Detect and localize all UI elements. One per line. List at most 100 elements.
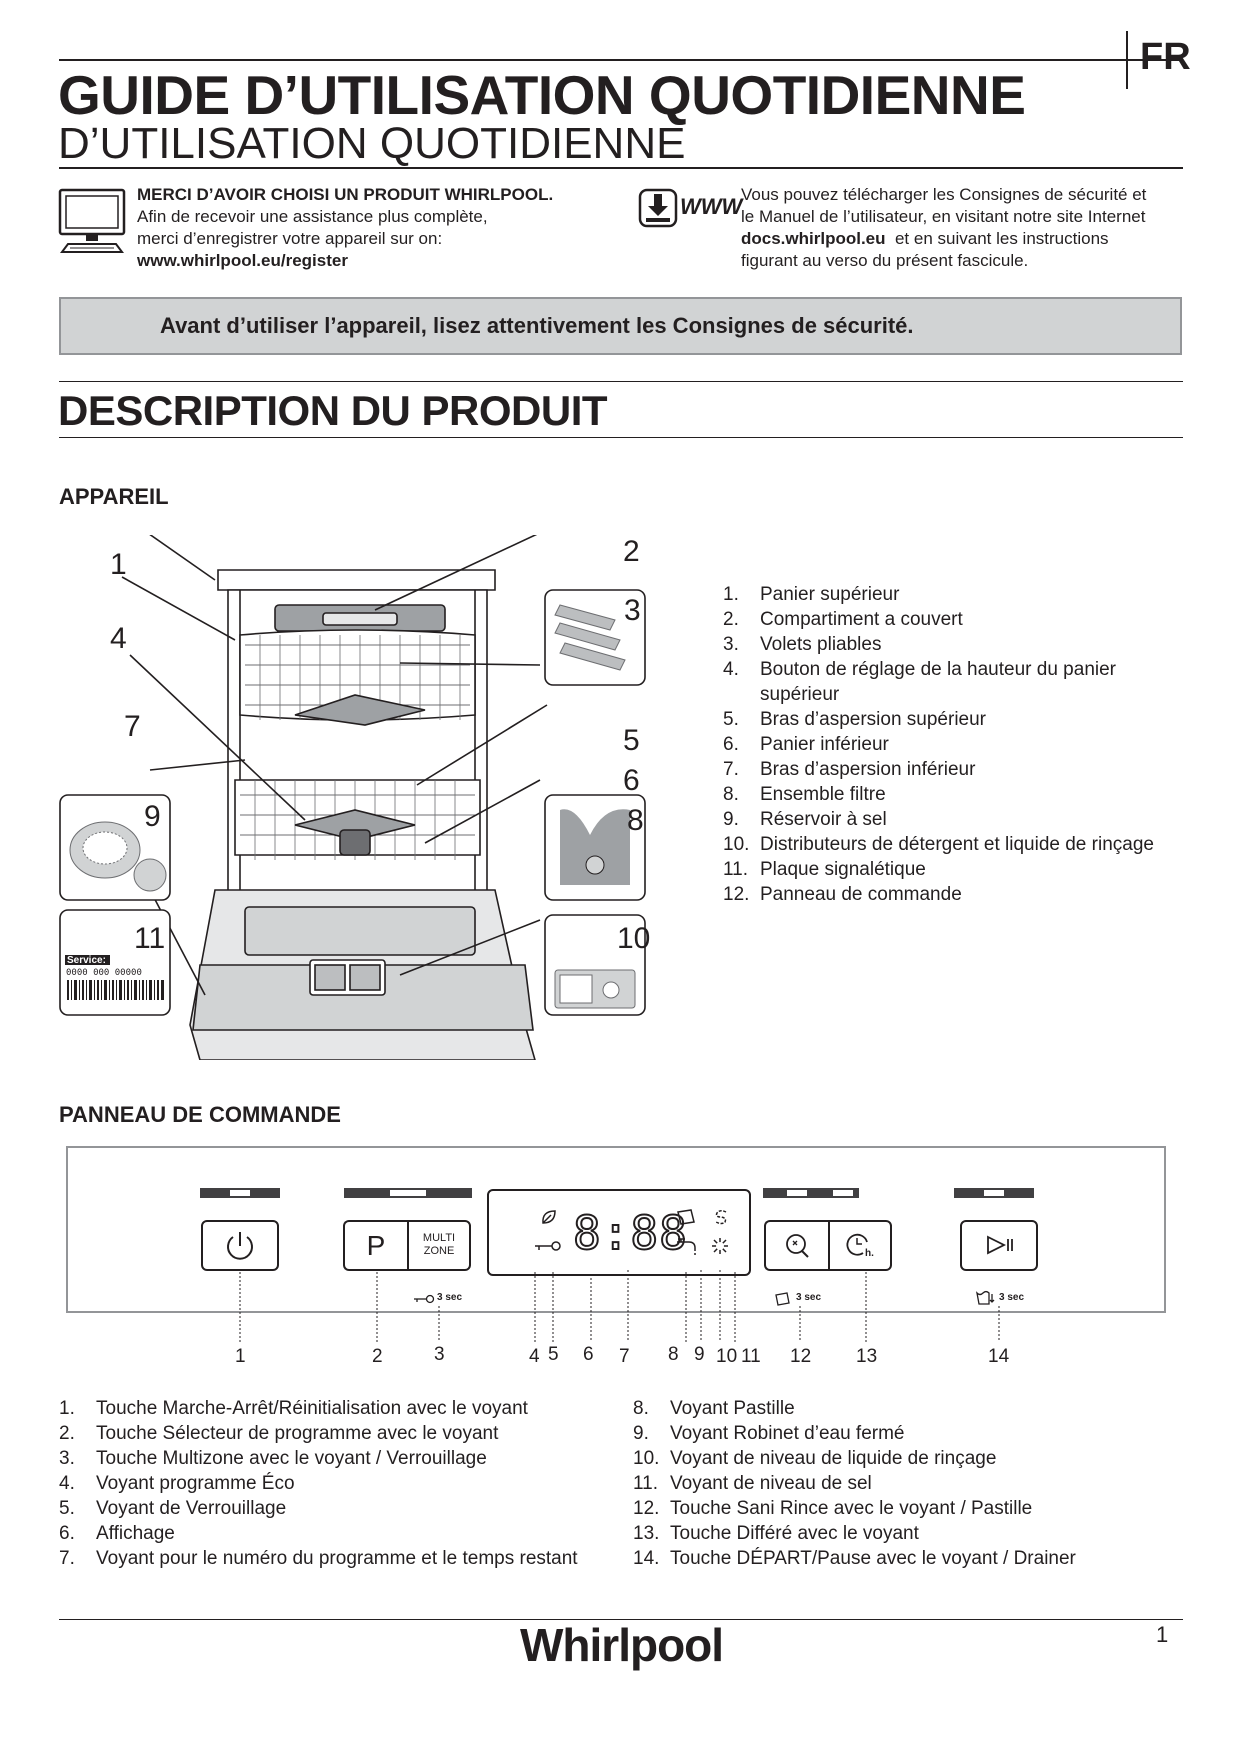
panel-number: 8 xyxy=(668,1344,679,1365)
list-item: 8.Voyant Pastille xyxy=(633,1398,795,1419)
panel-number: 5 xyxy=(548,1344,559,1365)
www-label: WWW xyxy=(680,194,743,219)
intro-line: Vous pouvez télécharger les Consignes de… xyxy=(741,185,1147,204)
intro-line: le Manuel de l’utilisateur, en visitant … xyxy=(741,207,1146,226)
list-item: 4.Bouton de réglage de la hauteur du pan… xyxy=(723,659,1116,705)
list-item: 1.Panier supérieur xyxy=(723,584,900,605)
program-display: 8:88 xyxy=(572,1205,688,1261)
callout-number: 2 xyxy=(623,535,640,568)
register-link[interactable]: www.whirlpool.eu/register xyxy=(137,251,348,270)
tablet-icon xyxy=(775,1292,790,1306)
tap-icon xyxy=(677,1238,696,1255)
intro-line: merci d’enregistrer votre appareil sur o… xyxy=(137,229,443,248)
panel-number: 12 xyxy=(790,1346,812,1367)
page-subtitle: D’UTILISATION QUOTIDIENNE xyxy=(58,119,686,168)
callout-number: 3 xyxy=(624,594,641,627)
callout-number: 8 xyxy=(627,804,644,837)
intro-line: Afin de recevoir une assistance plus com… xyxy=(137,207,488,226)
safety-banner: Avant d’utiliser l’appareil, lisez atten… xyxy=(59,297,1182,355)
callout-number: 1 xyxy=(110,548,127,581)
list-item: 12.Touche Sani Rince avec le voyant / Pa… xyxy=(633,1498,1033,1519)
list-item: 2.Compartiment a couvert xyxy=(723,609,963,630)
panel-list-left: 1.Touche Marche-Arrêt/Réinitialisation a… xyxy=(59,1396,639,1571)
delay-button[interactable] xyxy=(828,1220,892,1271)
control-panel xyxy=(66,1146,1166,1313)
list-item: 3.Volets pliables xyxy=(723,634,882,655)
lock-icon xyxy=(535,1241,561,1251)
intro-right: Vous pouvez télécharger les Consignes de… xyxy=(741,184,1191,272)
callout-number: 6 xyxy=(623,764,640,797)
list-item: 5.Bras d’aspersion supérieur xyxy=(723,709,987,730)
program-label: P xyxy=(366,1230,386,1261)
panel-number: 11 xyxy=(741,1346,761,1367)
panel-number: 4 xyxy=(529,1346,540,1367)
sani-rinse-button[interactable] xyxy=(764,1220,828,1271)
download-icon xyxy=(638,188,678,228)
hold-3sec-label: 3 sec xyxy=(796,1292,822,1303)
power-button[interactable] xyxy=(201,1220,279,1271)
list-item: 9.Voyant Robinet d’eau fermé xyxy=(633,1423,905,1444)
callout-number: 4 xyxy=(110,622,127,655)
list-item: 6.Affichage xyxy=(59,1523,175,1544)
panel-leader-lines xyxy=(239,1270,1000,1342)
indicator-strips xyxy=(200,1188,1034,1198)
multizone-label: MULTI xyxy=(422,1232,456,1244)
hold-3sec-label: 3 sec xyxy=(437,1292,463,1303)
panel-heading: PANNEAU DE COMMANDE xyxy=(59,1102,341,1127)
panel-number: 7 xyxy=(619,1346,630,1367)
docs-link[interactable]: docs.whirlpool.eu xyxy=(741,229,886,248)
language-tab-divider xyxy=(1126,31,1128,89)
header-bottom-rule xyxy=(59,167,1183,169)
panel-number: 13 xyxy=(856,1346,878,1367)
panel-number: 10 xyxy=(716,1346,738,1367)
footer-rule xyxy=(59,1619,1183,1620)
multizone-button[interactable]: MULTI ZONE xyxy=(407,1220,471,1271)
panel-number: 14 xyxy=(988,1346,1010,1367)
section-top-rule xyxy=(59,381,1183,382)
computer-icon xyxy=(58,188,126,253)
list-item: 11.Voyant de niveau de sel xyxy=(633,1473,872,1494)
callout-number: 10 xyxy=(617,922,651,955)
salt-icon xyxy=(715,1209,727,1225)
drain-icon xyxy=(975,1290,995,1305)
intro-line: docs.whirlpool.eu et en suivant les inst… xyxy=(741,228,1191,250)
panel-number: 9 xyxy=(694,1344,705,1365)
delay-icon xyxy=(846,1233,868,1256)
dishwasher-illustration xyxy=(59,535,646,1060)
list-item: 1.Touche Marche-Arrêt/Réinitialisation a… xyxy=(59,1398,528,1419)
power-icon xyxy=(227,1232,253,1260)
intro-text: et en suivant les instructions xyxy=(894,229,1109,248)
list-item: 10.Voyant de niveau de liquide de rinçag… xyxy=(633,1448,997,1469)
section-title: DESCRIPTION DU PRODUIT xyxy=(58,387,608,434)
tablet-icon xyxy=(677,1209,695,1225)
panel-number: 3 xyxy=(434,1344,445,1365)
service-label: Service: xyxy=(67,955,106,966)
language-code: FR xyxy=(1140,36,1191,78)
intro-thanks: MERCI D’AVOIR CHOISI UN PRODUIT WHIRLPOO… xyxy=(137,185,554,204)
eco-icon xyxy=(542,1210,556,1224)
list-item: 3.Touche Multizone avec le voyant / Verr… xyxy=(59,1448,487,1469)
list-item: 8.Ensemble filtre xyxy=(723,784,886,805)
callout-number: 9 xyxy=(144,800,161,833)
section-bottom-rule xyxy=(59,437,1183,438)
header-top-rule xyxy=(59,59,1183,61)
list-item: 13.Touche Différé avec le voyant xyxy=(633,1523,919,1544)
list-item: 12.Panneau de commande xyxy=(723,884,962,905)
service-number: 0000 000 00000 xyxy=(66,968,142,978)
page-number: 1 xyxy=(1156,1622,1169,1647)
panel-number: 1 xyxy=(235,1346,246,1367)
start-pause-button[interactable] xyxy=(960,1220,1038,1271)
list-item: 7.Bras d’aspersion inférieur xyxy=(723,759,976,780)
panel-number: 6 xyxy=(583,1344,594,1365)
program-button[interactable]: P xyxy=(343,1220,407,1271)
callout-number: 5 xyxy=(623,724,640,757)
panel-number: 2 xyxy=(372,1346,383,1367)
callout-number: 11 xyxy=(134,922,166,955)
intro-left: MERCI D’AVOIR CHOISI UN PRODUIT WHIRLPOO… xyxy=(137,184,657,272)
list-item: 5.Voyant de Verrouillage xyxy=(59,1498,287,1519)
page-title: GUIDE D’UTILISATION QUOTIDIENNE xyxy=(58,64,1026,126)
appliance-heading: APPAREIL xyxy=(59,484,169,509)
list-item: 2.Touche Sélecteur de programme avec le … xyxy=(59,1423,499,1444)
lock-icon xyxy=(414,1294,435,1304)
list-item: 7.Voyant pour le numéro du programme et … xyxy=(59,1548,578,1569)
